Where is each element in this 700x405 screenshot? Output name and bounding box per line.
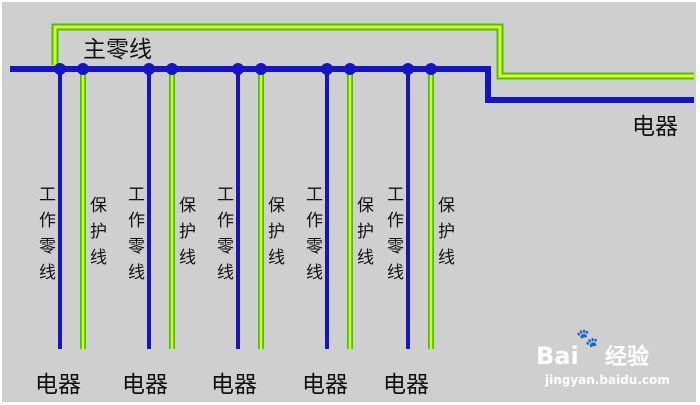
protective-label-char: 保 bbox=[268, 196, 285, 216]
appliance-label: 电器 bbox=[302, 372, 348, 398]
watermark-brand: Bai bbox=[536, 342, 579, 370]
work-neutral-label-char: 零 bbox=[217, 237, 234, 257]
work-neutral-label-char: 线 bbox=[128, 263, 145, 283]
work-neutral-label-char: 线 bbox=[306, 263, 323, 283]
appliance-label: 电器 bbox=[35, 372, 81, 398]
protective-label-char: 护 bbox=[90, 222, 107, 242]
work-neutral-label-char: 零 bbox=[387, 237, 404, 257]
junction-dot bbox=[321, 63, 333, 75]
junction-dot bbox=[425, 63, 437, 75]
junction-dot bbox=[232, 63, 244, 75]
watermark-suffix: 经验 bbox=[605, 344, 649, 370]
branch-circuits: 工作零线保护线电器工作零线保护线电器工作零线保护线电器工作零线保护线电器工作零线… bbox=[35, 63, 455, 398]
work-neutral-label-char: 作 bbox=[217, 211, 234, 231]
work-neutral-label-char: 作 bbox=[128, 211, 145, 231]
protective-label-char: 保 bbox=[438, 196, 455, 216]
junction-dot bbox=[54, 63, 66, 75]
work-neutral-label-char: 作 bbox=[387, 211, 404, 231]
protective-label-char: 护 bbox=[268, 222, 285, 242]
watermark-url: jingyan.baidu.com bbox=[544, 373, 670, 387]
main-neutral-line bbox=[10, 66, 694, 103]
protective-label-char: 线 bbox=[357, 248, 374, 268]
protective-label-char: 护 bbox=[179, 222, 196, 242]
junction-dot bbox=[344, 63, 356, 75]
work-neutral-label-char: 线 bbox=[387, 263, 404, 283]
work-neutral-label-char: 工 bbox=[387, 185, 404, 205]
protective-label-char: 保 bbox=[357, 196, 374, 216]
protective-label-char: 线 bbox=[179, 248, 196, 268]
protective-label-char: 线 bbox=[90, 248, 107, 268]
protective-label-char: 线 bbox=[268, 248, 285, 268]
protective-label-char: 保 bbox=[90, 196, 107, 216]
work-neutral-label-char: 零 bbox=[306, 237, 323, 257]
appliance-label: 电器 bbox=[383, 372, 429, 398]
junction-dot bbox=[255, 63, 267, 75]
protective-label-char: 线 bbox=[438, 248, 455, 268]
work-neutral-label-char: 作 bbox=[306, 211, 323, 231]
protective-label-char: 保 bbox=[179, 196, 196, 216]
work-neutral-label-char: 工 bbox=[128, 185, 145, 205]
junction-dot bbox=[166, 63, 178, 75]
work-neutral-label-char: 零 bbox=[39, 237, 56, 257]
work-neutral-label-char: 作 bbox=[39, 211, 56, 231]
junction-dot bbox=[77, 63, 89, 75]
main-neutral-label: 主零线 bbox=[83, 37, 152, 63]
work-neutral-label-char: 线 bbox=[39, 263, 56, 283]
work-neutral-label-char: 工 bbox=[217, 185, 234, 205]
protective-label-char: 护 bbox=[357, 222, 374, 242]
right-appliance-label: 电器 bbox=[632, 114, 678, 140]
work-neutral-label-char: 工 bbox=[39, 185, 56, 205]
junction-dot bbox=[402, 63, 414, 75]
work-neutral-label-char: 线 bbox=[217, 263, 234, 283]
baidu-watermark: Bai 🐾 经验 jingyan.baidu.com bbox=[536, 328, 670, 387]
work-neutral-label-char: 零 bbox=[128, 237, 145, 257]
junction-dot bbox=[143, 63, 155, 75]
protective-label-char: 护 bbox=[438, 222, 455, 242]
appliance-label: 电器 bbox=[211, 372, 257, 398]
work-neutral-label-char: 工 bbox=[306, 185, 323, 205]
paw-icon: 🐾 bbox=[576, 328, 598, 349]
appliance-label: 电器 bbox=[122, 372, 168, 398]
protective-line-top bbox=[53, 25, 694, 78]
